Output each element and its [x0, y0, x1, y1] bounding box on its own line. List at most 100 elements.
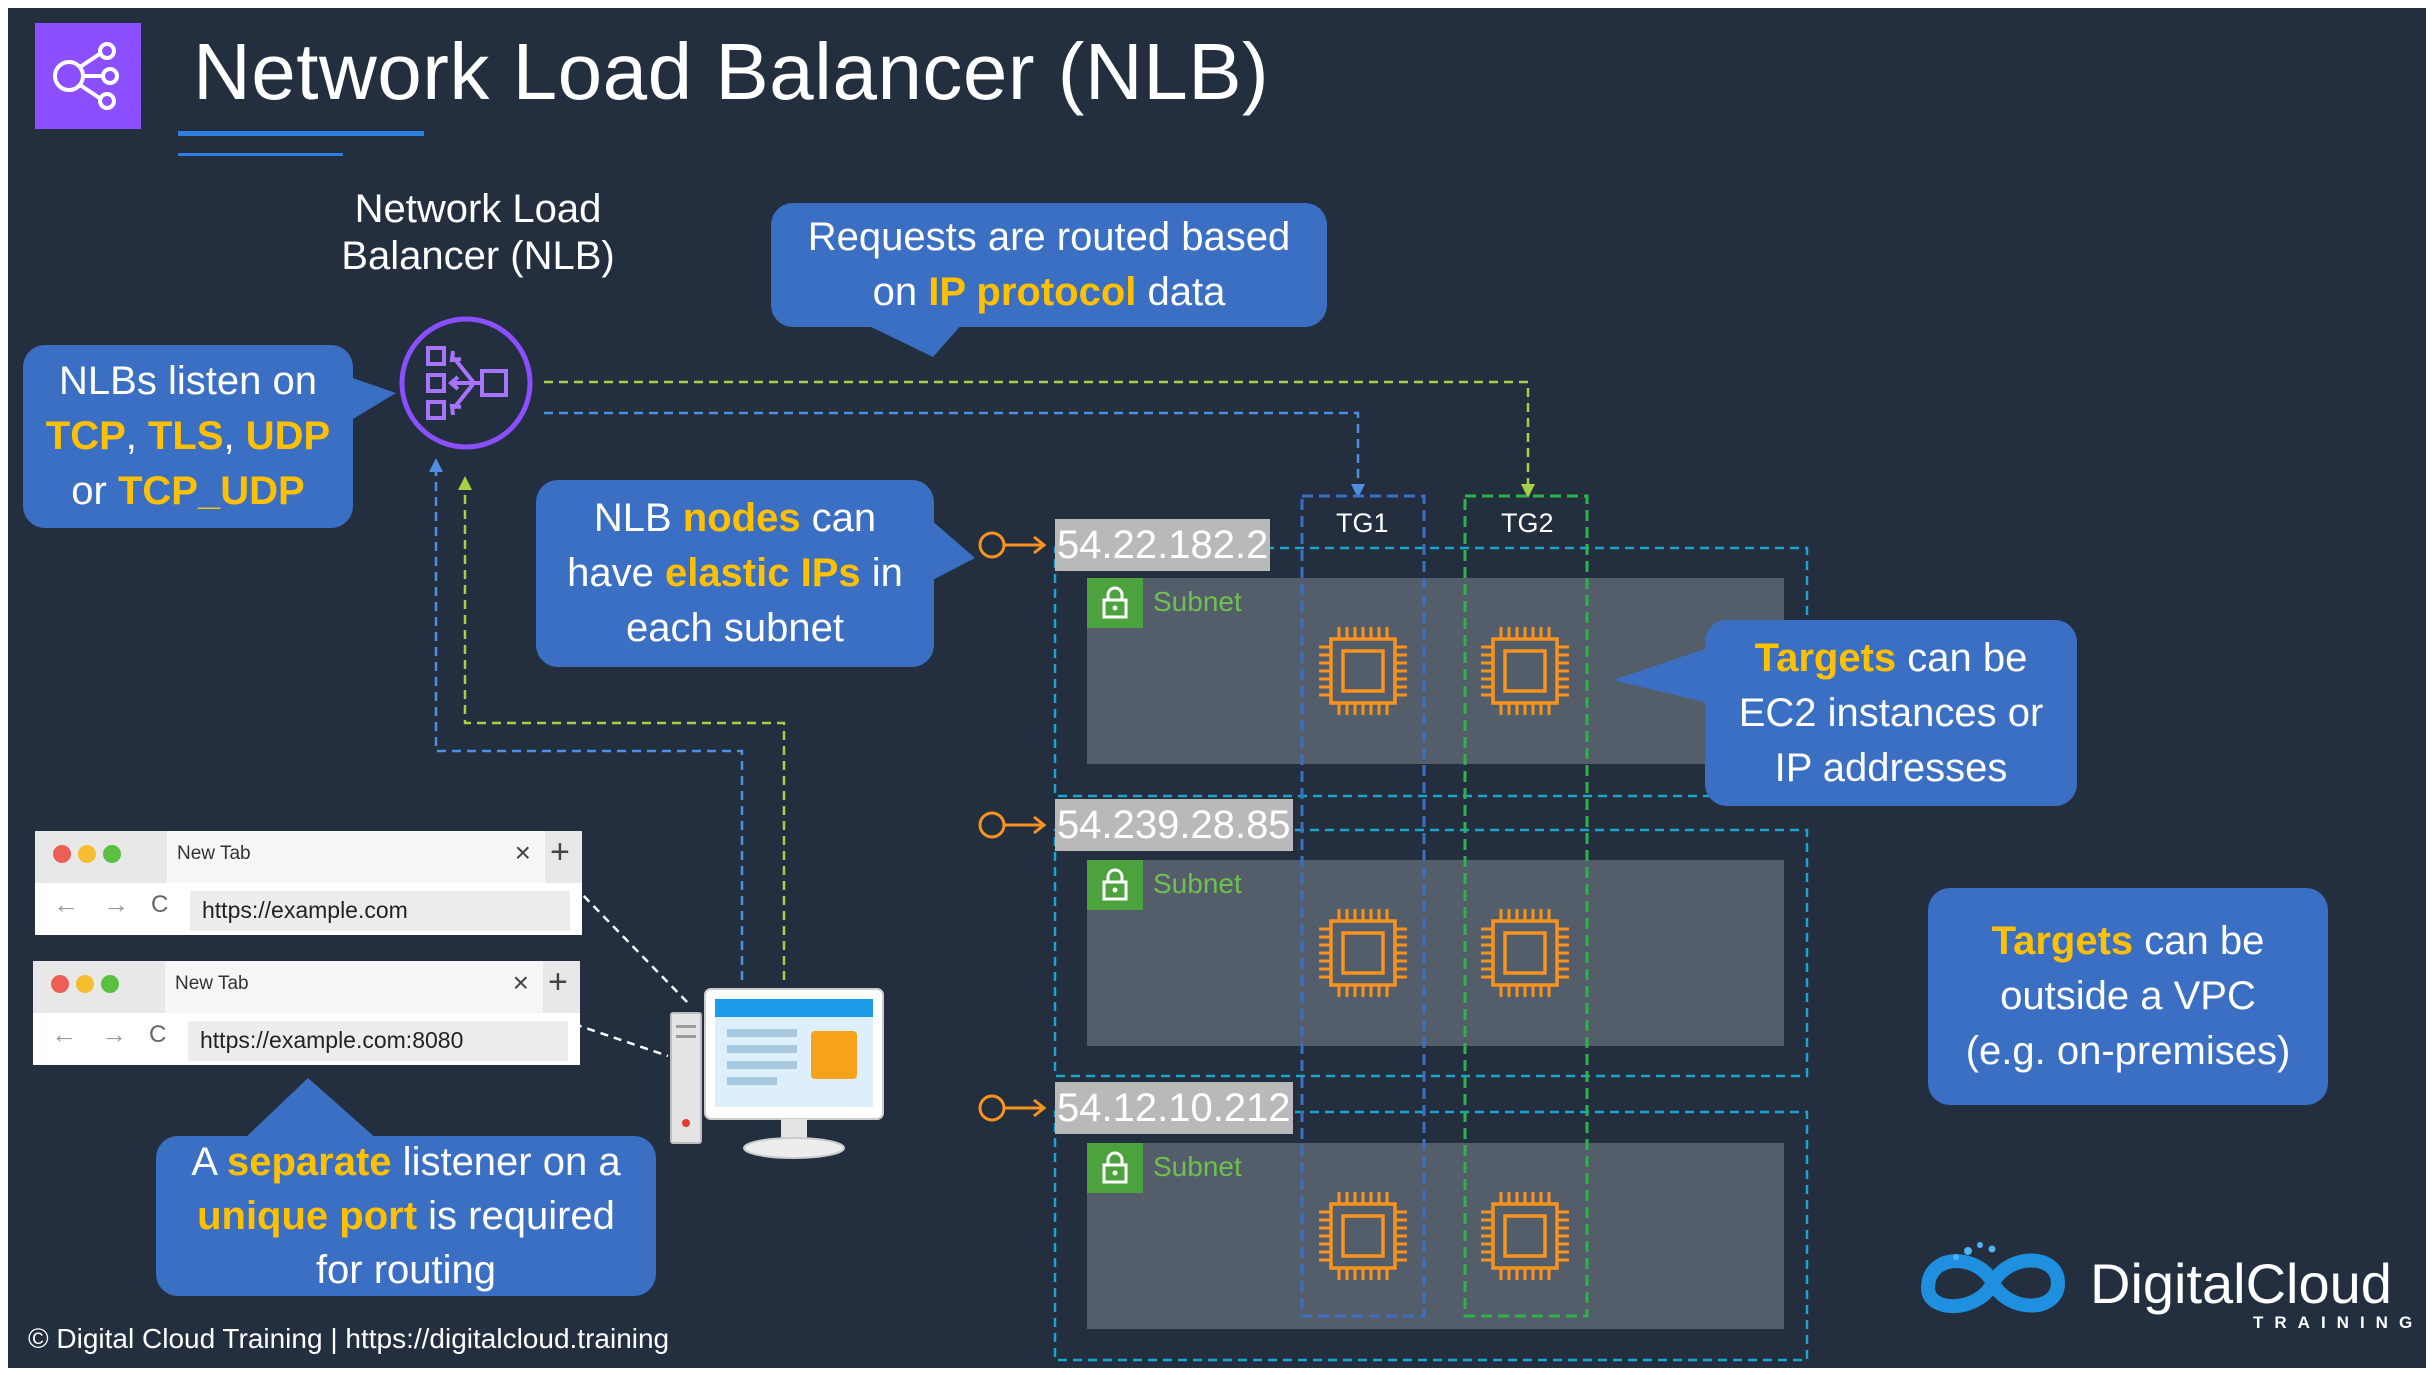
callout-listener-line2: unique port is required	[156, 1189, 656, 1243]
text: on	[872, 270, 929, 314]
close-tab-icon[interactable]: ×	[514, 837, 531, 868]
callout-routed: Requests are routed based on IP protocol…	[771, 203, 1327, 327]
callout-nodes: NLB nodes can have elastic IPs in each s…	[536, 480, 934, 667]
elb-service-icon	[35, 23, 141, 129]
subnet-2: Subnet	[1087, 860, 1784, 1046]
callout-outside-vpc: Targets can be outside a VPC (e.g. on-pr…	[1928, 888, 2328, 1105]
callout-outside-line3: (e.g. on-premises)	[1965, 1029, 2291, 1073]
slide: Network Load Balancer (NLB) Netwo	[8, 8, 2426, 1368]
callout-listen-line1: NLBs listen on	[59, 359, 317, 403]
new-tab-icon[interactable]: +	[548, 963, 568, 1001]
forward-arrow-icon[interactable]: →	[101, 1019, 127, 1049]
callout-outside-line2: outside a VPC	[2000, 974, 2256, 1018]
tab-label: New Tab	[177, 843, 251, 864]
callout-listen: NLBs listen on TCP, TLS, UDP or TCP_UDP	[23, 345, 353, 528]
target-group-2-label: TG2	[1501, 508, 1554, 538]
protocol-tcp-udp: TCP_UDP	[117, 469, 305, 513]
text: NLB	[593, 496, 683, 540]
text: data	[1136, 270, 1226, 314]
browser-tab[interactable]: New Tab ×	[165, 961, 543, 1013]
url-text: https://example.com	[202, 897, 408, 923]
tab-label: New Tab	[175, 973, 249, 994]
address-bar[interactable]: https://example.com	[190, 891, 570, 931]
text: have	[567, 551, 665, 595]
or-text: or	[71, 469, 118, 513]
callout-routed-tail	[863, 323, 963, 357]
lock-icon	[1087, 1143, 1143, 1193]
callout-nodes-line1: NLB nodes can	[536, 491, 934, 546]
nlb-label-line2: Balancer (NLB)	[341, 234, 615, 278]
target-group-1-label: TG1	[1336, 508, 1389, 538]
browser-tab[interactable]: New Tab ×	[167, 831, 545, 883]
callout-nodes-line3: each subnet	[626, 606, 844, 650]
lock-icon	[1087, 578, 1143, 628]
subnet-3: Subnet	[1087, 1143, 1784, 1329]
targets-highlight: Targets	[1754, 635, 1897, 680]
address-bar[interactable]: https://example.com:8080	[188, 1021, 568, 1061]
browser-tab-bar: New Tab × +	[33, 961, 580, 1013]
text: in	[860, 551, 903, 595]
subnet-label: Subnet	[1153, 586, 1242, 617]
callout-nodes-tail	[923, 513, 975, 585]
callout-targets-line1: Targets can be	[1705, 631, 2077, 686]
subnet-label: Subnet	[1153, 868, 1242, 899]
callout-outside-line1: Targets can be	[1928, 914, 2328, 969]
ip-protocol-highlight: IP protocol	[928, 270, 1137, 314]
text: can be	[1896, 635, 2028, 680]
maximize-window-dot[interactable]	[103, 845, 121, 863]
reload-icon[interactable]: C	[151, 891, 169, 918]
close-tab-icon[interactable]: ×	[512, 967, 529, 998]
close-window-dot[interactable]	[53, 845, 71, 863]
text: can be	[2133, 919, 2265, 963]
footer-copyright: © Digital Cloud Training | https://digit…	[28, 1323, 670, 1354]
callout-routed-line1: Requests are routed based	[807, 215, 1291, 259]
elastic-ip-1: 54.22.182.2	[1055, 519, 1271, 571]
callout-listener-tail	[243, 1078, 378, 1140]
forward-arrow-icon[interactable]: →	[103, 889, 129, 919]
target-group-boundaries	[1300, 494, 1589, 1318]
targets-highlight: Targets	[1991, 919, 2134, 963]
callout-listen-line2: TCP, TLS, UDP	[23, 409, 353, 464]
browser-window-1: New Tab × + ← → C https://example.com	[35, 831, 582, 935]
callout-targets-line2: EC2 instances or	[1738, 690, 2044, 735]
elastic-ips-highlight: elastic IPs	[664, 551, 861, 595]
nodes-highlight: nodes	[682, 496, 801, 540]
browser-tab-bar: New Tab × +	[35, 831, 582, 883]
callout-routed-line2: on IP protocol data	[771, 265, 1327, 320]
maximize-window-dot[interactable]	[101, 975, 119, 993]
text: can	[800, 496, 877, 540]
nlb-icon	[396, 313, 536, 453]
separator: ,	[125, 414, 148, 458]
logo-name: DigitalCloud	[2090, 1252, 2392, 1315]
protocol-udp: UDP	[245, 414, 331, 458]
text: A	[191, 1140, 227, 1184]
callout-listener-line1: A separate listener on a	[156, 1135, 656, 1189]
callout-listener-line3: for routing	[315, 1248, 497, 1292]
logo-subtitle: TRAINING	[2253, 1313, 2424, 1332]
text: listener on a	[391, 1140, 621, 1184]
back-arrow-icon[interactable]: ←	[53, 889, 79, 919]
minimize-window-dot[interactable]	[78, 845, 96, 863]
url-text: https://example.com:8080	[200, 1027, 464, 1053]
back-arrow-icon[interactable]: ←	[51, 1019, 77, 1049]
digitalcloud-logo: DigitalCloud TRAINING	[1908, 1233, 2412, 1338]
nlb-label-line1: Network Load	[354, 187, 602, 231]
text: is required	[417, 1194, 615, 1238]
subnet-label: Subnet	[1153, 1151, 1242, 1182]
elastic-ip-2: 54.239.28.85	[1055, 799, 1293, 851]
reload-icon[interactable]: C	[149, 1021, 167, 1048]
separator: ,	[223, 414, 246, 458]
minimize-window-dot[interactable]	[76, 975, 94, 993]
callout-nodes-line2: have elastic IPs in	[536, 546, 934, 601]
elastic-ip-3: 54.12.10.212	[1055, 1082, 1293, 1134]
separate-highlight: separate	[227, 1140, 392, 1184]
callout-listen-line3: or TCP_UDP	[23, 464, 353, 519]
lock-icon	[1087, 860, 1143, 910]
protocol-tcp: TCP	[45, 414, 126, 458]
nlb-label: Network Load Balancer (NLB)	[278, 186, 678, 280]
protocol-tls: TLS	[148, 414, 224, 458]
title-underline	[178, 131, 424, 136]
client-computer-icon	[663, 983, 893, 1163]
new-tab-icon[interactable]: +	[550, 833, 570, 871]
close-window-dot[interactable]	[51, 975, 69, 993]
